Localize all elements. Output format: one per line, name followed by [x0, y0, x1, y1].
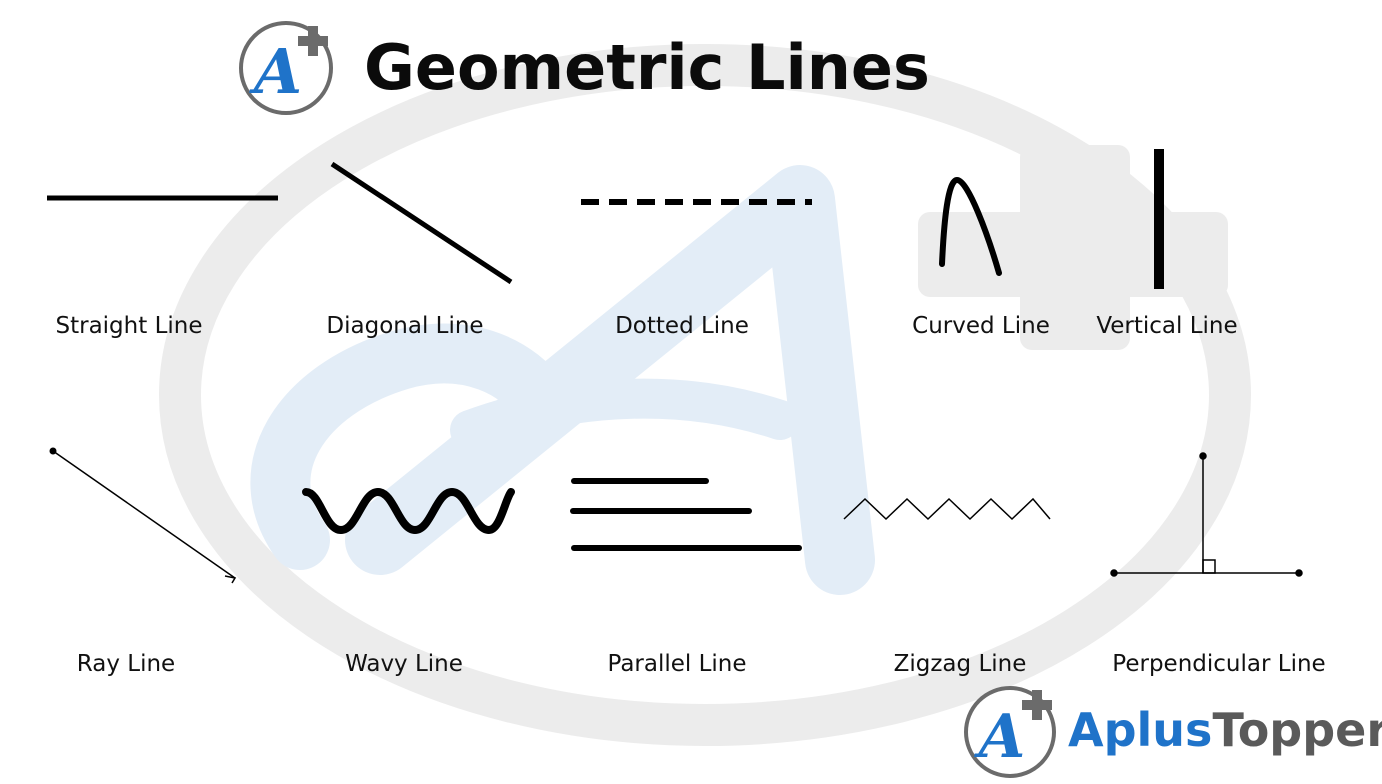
- brand-wordmark: AplusTopper: [1068, 702, 1382, 758]
- label-curved-line: Curved Line: [912, 313, 1050, 339]
- perpendicular-line: [1110, 452, 1303, 577]
- label-parallel-line: Parallel Line: [607, 651, 747, 677]
- label-vertical-line: Vertical Line: [1096, 313, 1238, 339]
- label-perpendicular-line: Perpendicular Line: [1112, 651, 1326, 677]
- label-zigzag-line: Zigzag Line: [893, 651, 1027, 677]
- ray-line: [49, 447, 237, 584]
- logo-letter: A: [249, 35, 302, 108]
- wavy-line: [302, 487, 515, 535]
- label-diagonal-line: Diagonal Line: [326, 313, 484, 339]
- zigzag-line: [843, 497, 1051, 521]
- curved-line: [939, 176, 1002, 276]
- aplus-logo-icon: A: [964, 686, 1056, 778]
- label-dotted-line: Dotted Line: [615, 313, 749, 339]
- label-wavy-line: Wavy Line: [345, 651, 463, 677]
- brand-part-aplus: Aplus: [1068, 703, 1213, 757]
- page-title: Geometric Lines: [364, 31, 930, 104]
- logo-letter: A: [974, 702, 1026, 772]
- label-ray-line: Ray Line: [76, 651, 176, 677]
- brand-part-topper: Topper: [1212, 703, 1382, 757]
- label-straight-line: Straight Line: [55, 313, 203, 339]
- diagonal-line: [330, 161, 513, 285]
- parallel-line: [570, 478, 802, 551]
- aplus-logo-icon: A: [239, 21, 333, 115]
